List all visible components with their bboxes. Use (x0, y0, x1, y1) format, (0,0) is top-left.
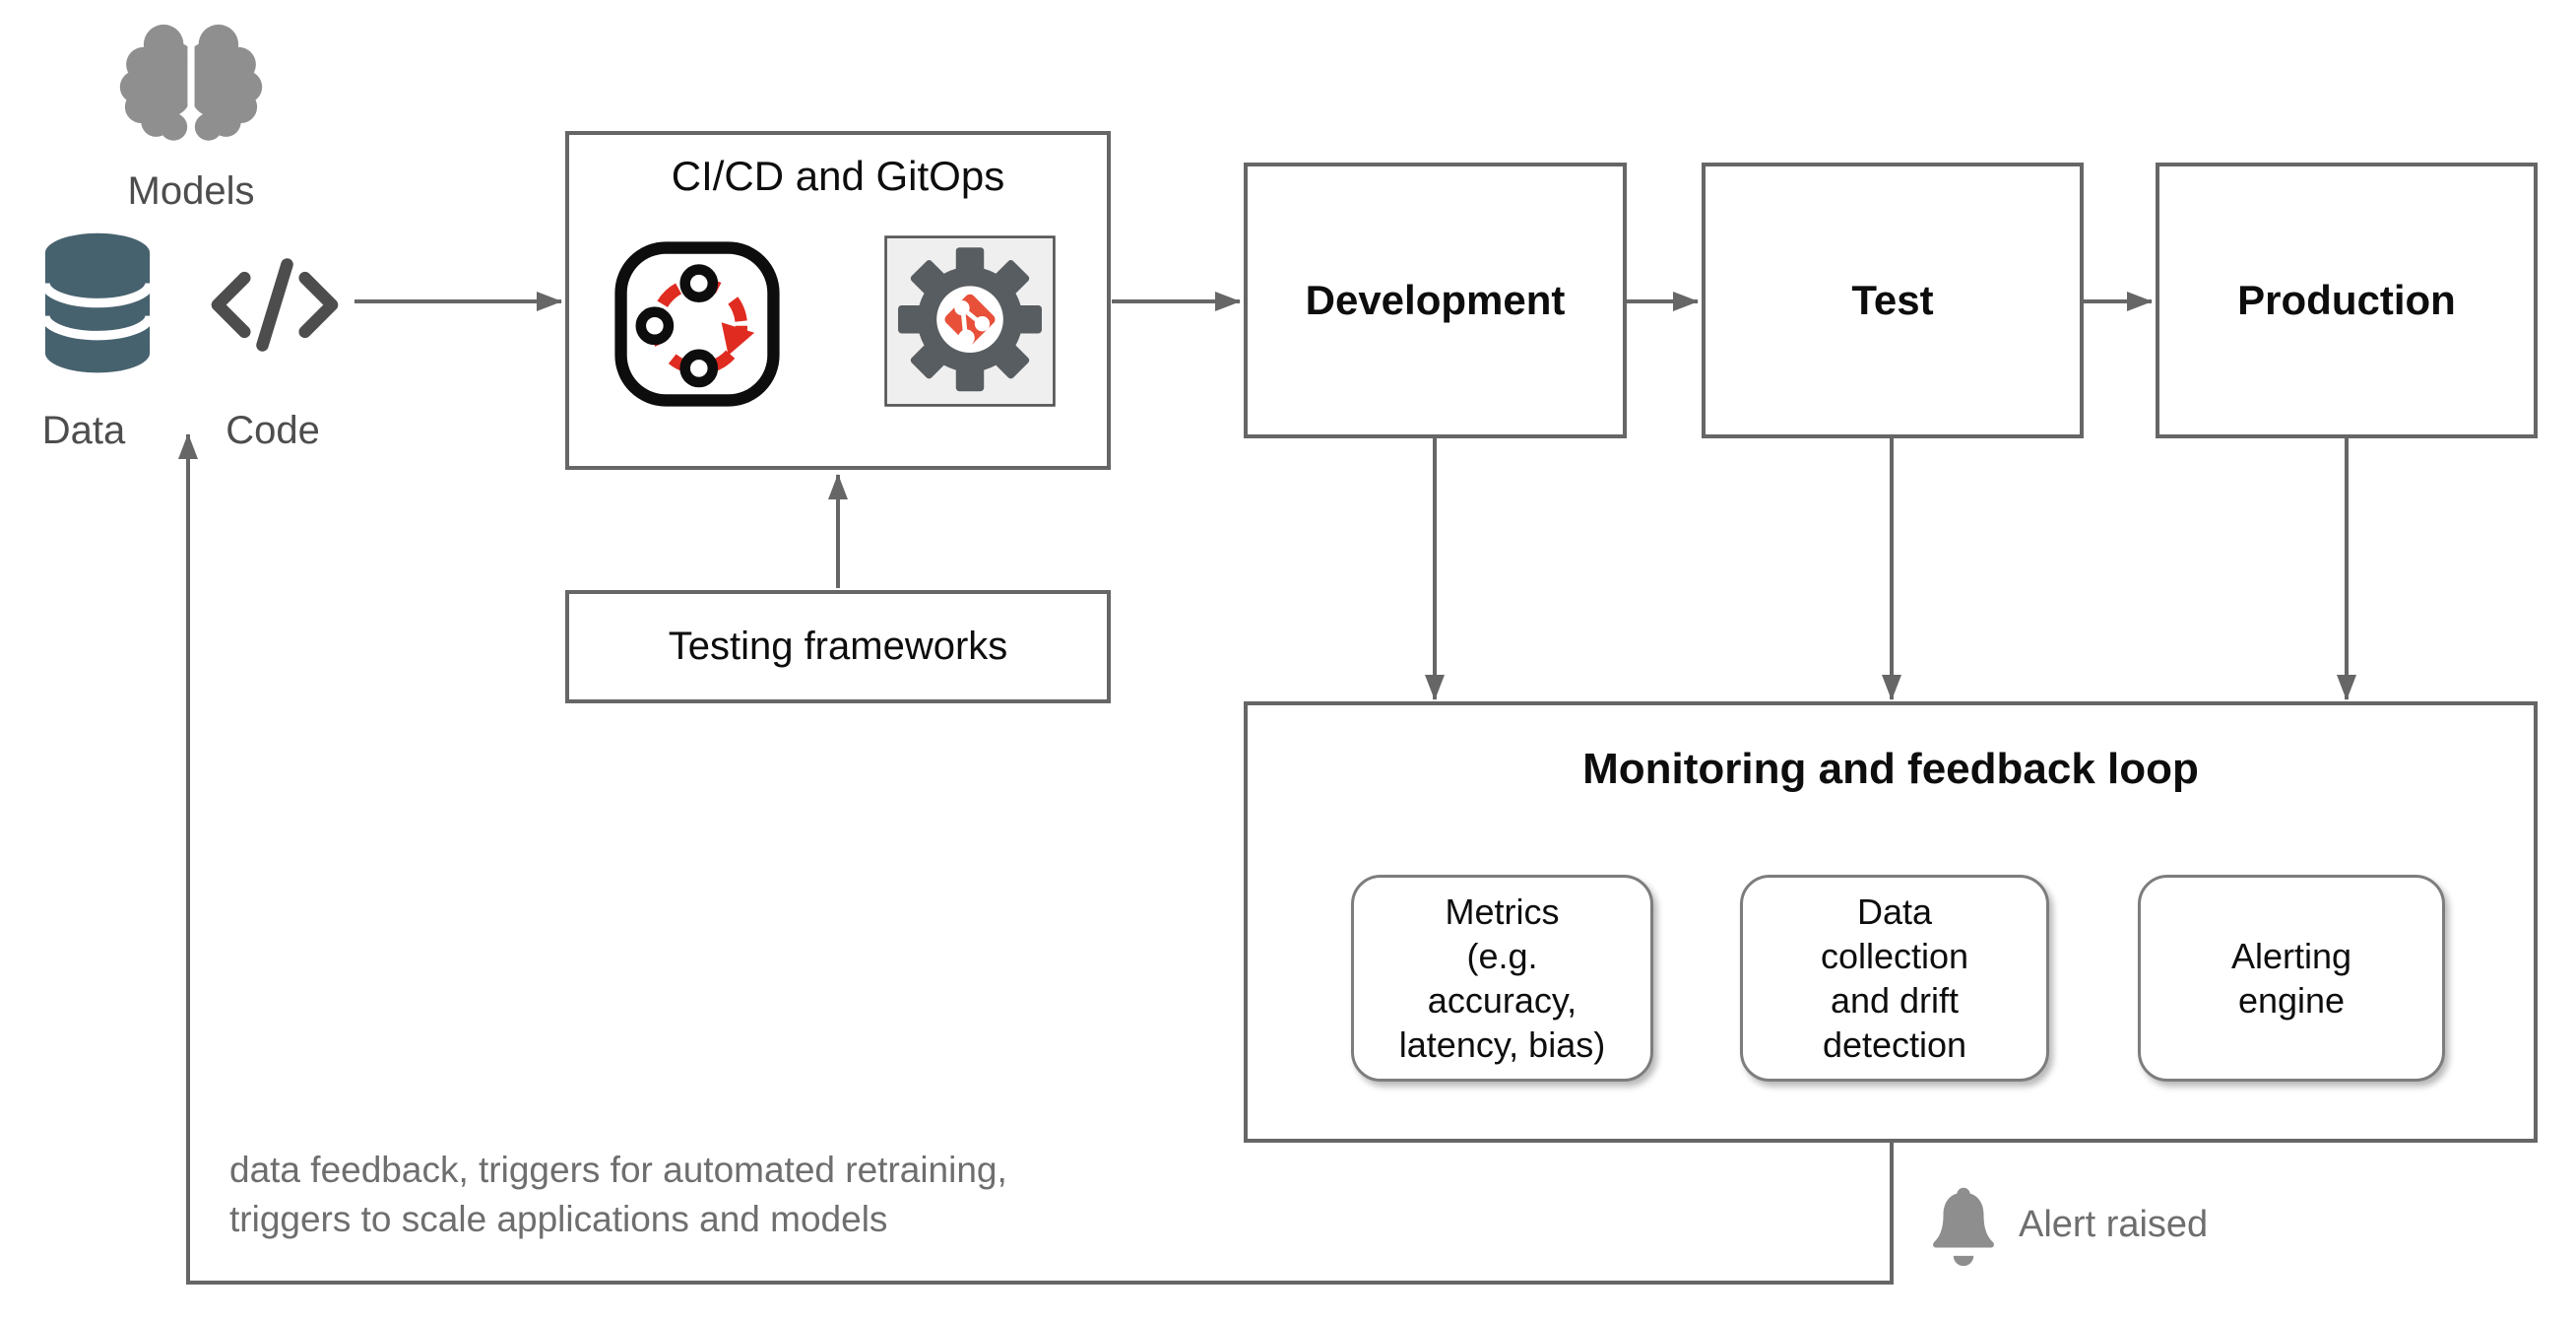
alerting-engine-box: Alerting engine (2138, 875, 2445, 1082)
cicd-gitops-title: CI/CD and GitOps (671, 153, 1005, 199)
stage-label-production: Production (2237, 277, 2456, 323)
database-icon (40, 232, 155, 373)
stage-label-test: Test (1851, 277, 1934, 323)
models-label: Models (127, 169, 255, 213)
stage-box-test: Test (1702, 163, 2084, 438)
stage-label-development: Development (1305, 277, 1566, 323)
data-label: Data (41, 409, 126, 452)
code-label: Code (225, 409, 320, 452)
gitops-gear-icon (884, 235, 1056, 407)
cicd-gitops-box: CI/CD and GitOps (565, 131, 1111, 470)
testing-frameworks-label: Testing frameworks (668, 625, 1008, 668)
cicd-cycle-icon (614, 241, 780, 407)
bell-icon (1933, 1187, 1994, 1267)
alert-raised-label: Alert raised (2019, 1204, 2209, 1245)
code-icon (211, 258, 339, 352)
feedback-note: data feedback, triggers for automated re… (229, 1150, 1007, 1240)
data-collection-box: Data collection and drift detection (1740, 875, 2049, 1082)
stage-box-production: Production (2156, 163, 2538, 438)
testing-frameworks-box: Testing frameworks (565, 590, 1111, 703)
stage-box-development: Development (1244, 163, 1627, 438)
monitoring-box: Monitoring and feedback loop Metrics (e.… (1244, 701, 2538, 1143)
brain-icon (119, 17, 263, 155)
monitoring-title: Monitoring and feedback loop (1582, 745, 2199, 793)
metrics-box: Metrics (e.g. accuracy, latency, bias) (1351, 875, 1653, 1082)
